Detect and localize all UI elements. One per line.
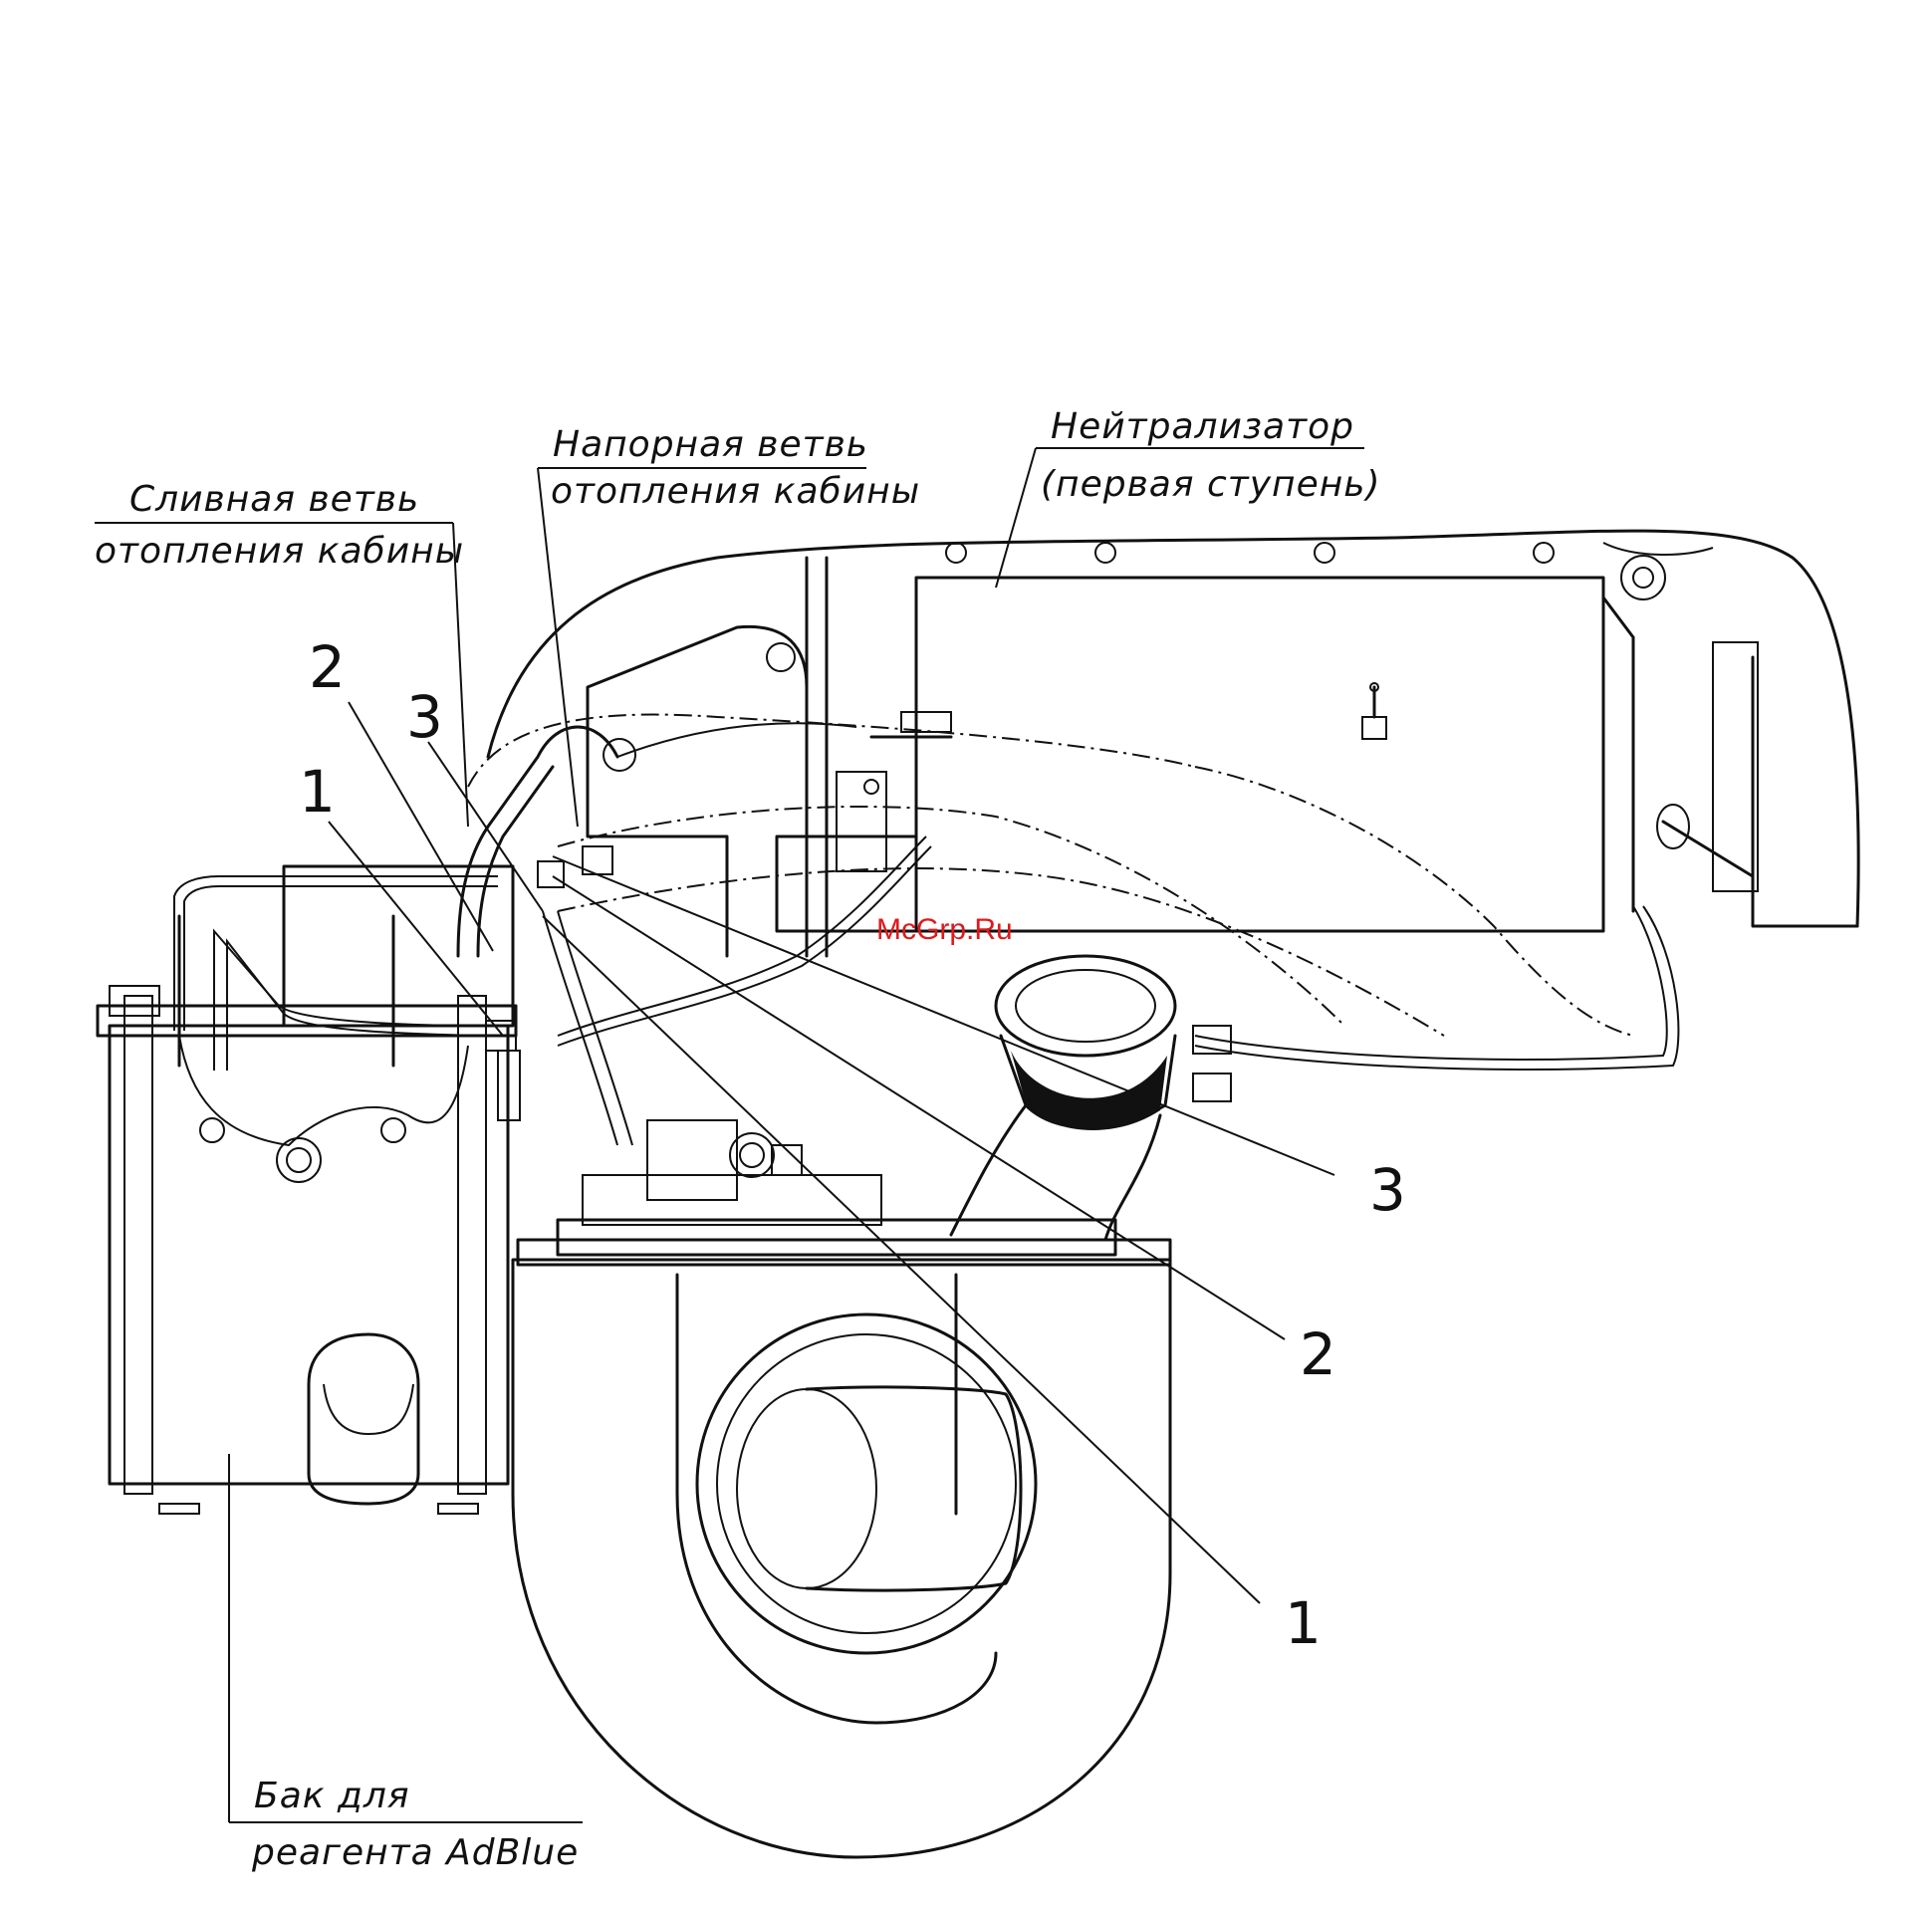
drain-line-label-2: отопления кабины xyxy=(95,531,464,572)
supply-line-label-1: Напорная ветвь xyxy=(553,424,868,465)
adblue-tank xyxy=(98,866,516,1514)
muffler-drum xyxy=(513,1120,1170,1857)
callout-3-left: 3 xyxy=(406,683,443,751)
callout-1-left: 1 xyxy=(299,758,336,826)
tank-label-2: реагента AdBlue xyxy=(251,1832,579,1873)
hidden-lines xyxy=(468,715,1633,1036)
leader-lines xyxy=(95,448,1364,1822)
drain-line-label-1: Сливная ветвь xyxy=(129,479,419,520)
mounting-bracket xyxy=(588,558,951,956)
callout-2-left: 2 xyxy=(309,633,346,701)
watermark: McGrp.Ru xyxy=(876,913,1013,946)
converter-label-1: Нейтрализатор xyxy=(1051,406,1354,447)
converter-housing xyxy=(488,531,1858,931)
callout-1-right: 1 xyxy=(1285,1589,1322,1657)
tank-label-1: Бак для xyxy=(254,1776,410,1816)
converter-label-2: (первая ступень) xyxy=(1041,464,1381,505)
supply-line-label-2: отопления кабины xyxy=(551,471,920,512)
callout-3-right: 3 xyxy=(1369,1156,1406,1224)
callout-2-right: 2 xyxy=(1300,1320,1336,1388)
exhaust-pipe xyxy=(951,956,1231,1240)
